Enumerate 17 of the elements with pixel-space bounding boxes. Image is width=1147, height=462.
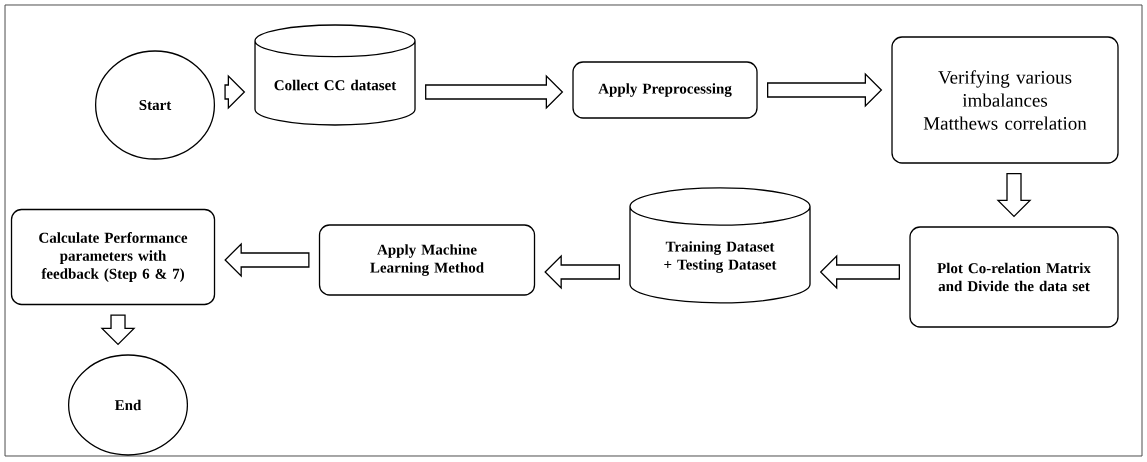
block-arrow xyxy=(100,314,136,346)
terminal-oval: End xyxy=(67,354,189,456)
block-arrow xyxy=(224,74,246,110)
block-arrow xyxy=(767,72,883,108)
block-arrow xyxy=(425,74,564,110)
process-box: Apply Preprocessing xyxy=(572,61,758,119)
data-cylinder: Collect CC dataset xyxy=(254,24,416,126)
block-arrow xyxy=(544,254,620,290)
terminal-oval: Start xyxy=(94,50,216,160)
process-box: Calculate Performance parameters with feedback (Step 6 & 7) xyxy=(10,208,216,306)
block-arrow xyxy=(819,254,900,290)
process-box: Verifying various imbalances Matthews correlation xyxy=(891,36,1119,164)
process-box: Apply Machine Learning Method xyxy=(318,224,536,296)
process-box: Plot Co-relation Matrix and Divide the data set xyxy=(909,226,1119,328)
block-arrow xyxy=(224,242,310,278)
block-arrow xyxy=(996,173,1032,218)
data-cylinder: Training Dataset + Testing Dataset xyxy=(629,187,811,304)
